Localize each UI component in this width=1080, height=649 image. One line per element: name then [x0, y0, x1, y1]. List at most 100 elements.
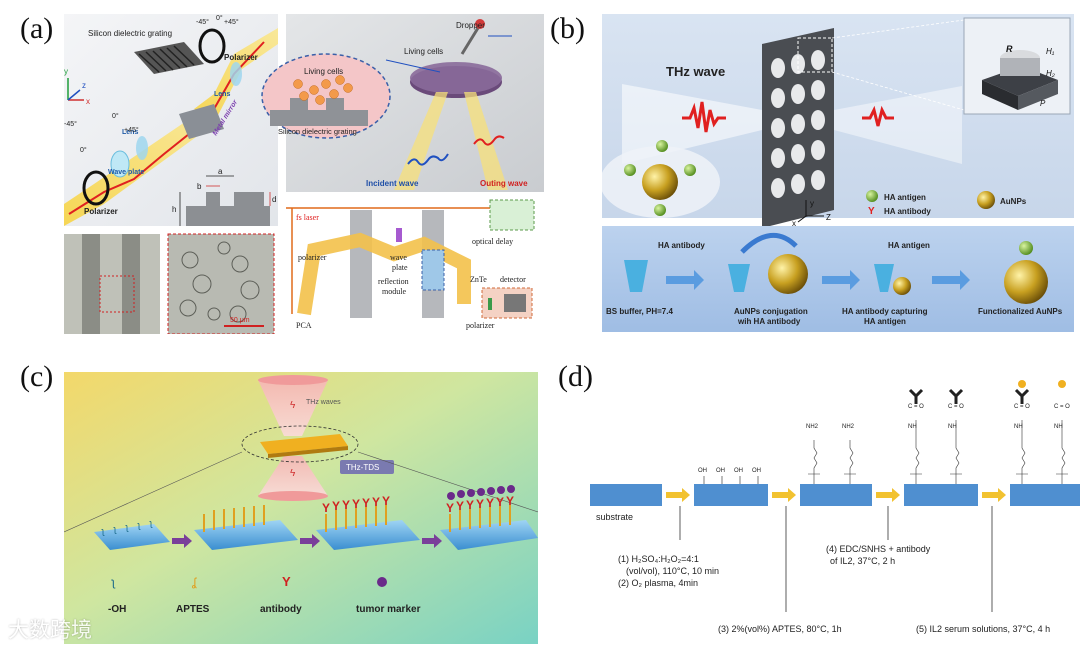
micrograph-stripe	[122, 234, 140, 334]
step2-label-1: AuNPs conjugation	[734, 307, 808, 316]
svg-text:Y: Y	[486, 496, 494, 510]
svg-text:Y: Y	[506, 494, 514, 508]
svg-text:ʅ: ʅ	[137, 520, 141, 530]
ha-antigen-label-top: HA antigen	[888, 241, 930, 250]
watermark: 大数跨境	[8, 618, 92, 642]
incident-wave-label: Incident wave	[366, 179, 419, 188]
thz-pulse-icon: ϟ	[290, 468, 296, 479]
legend-antigen-icon	[866, 190, 878, 202]
angle-label: 0°	[216, 14, 223, 22]
thz-output-cone	[834, 86, 962, 164]
outing-beam-cone	[464, 92, 508, 190]
znte-label: ZnTe	[470, 275, 487, 284]
thz-bottom-cone	[258, 456, 328, 496]
co-label: C = O	[1014, 404, 1030, 410]
bottom-polarizer-label: Polarizer	[84, 207, 118, 216]
svg-text:Y: Y	[322, 501, 330, 515]
thz-cone-rim	[258, 375, 328, 385]
thz-output-pulse	[862, 105, 894, 127]
living-cells-label: Living cells	[404, 47, 443, 56]
il2-antigen	[1058, 380, 1066, 388]
axis-x-label: x	[792, 219, 796, 228]
callout-grating	[270, 75, 368, 126]
legend-aunps-icon	[977, 191, 995, 209]
step4-label-1: (4) EDC/SNHS + antibody	[826, 544, 931, 554]
antibody-icons	[908, 388, 1030, 404]
axis-triad	[67, 78, 84, 101]
grating-label: Silicon dielectric grating	[88, 29, 172, 38]
step4-label: Functionalized AuNPs	[978, 307, 1063, 316]
antigen	[684, 164, 696, 176]
outing-wave-curve	[473, 135, 505, 146]
axis-z-label: z	[82, 81, 86, 90]
H1-label: H₁	[1046, 47, 1055, 56]
micrograph-cells	[179, 241, 260, 323]
svg-text:ʅ: ʅ	[149, 518, 153, 528]
substrate-label: substrate	[596, 512, 633, 522]
antigen	[624, 164, 636, 176]
panel-a-figure: Silicon dielectric grating Polarizer -45…	[64, 14, 544, 334]
angle-label: +45°	[224, 18, 239, 26]
step3-label: (3) 2%(vol%) APTES, 80°C, 1h	[718, 624, 842, 634]
nh2-label: NH2	[806, 424, 819, 430]
incident-wave-curve	[407, 153, 449, 166]
thz-cone-rim	[258, 491, 328, 501]
svg-text:Y: Y	[382, 494, 390, 508]
nh-label: NH	[908, 424, 917, 430]
substrate-block	[590, 484, 662, 506]
panel-label-a: (a)	[20, 12, 54, 45]
ha-antibody-label-top: HA antibody	[658, 241, 705, 250]
angle-label: -45°	[64, 120, 77, 128]
panel-label-d: (d)	[558, 360, 593, 393]
incident-beam	[64, 109, 214, 226]
nh-label: NH	[948, 424, 957, 430]
tube-2	[728, 264, 750, 292]
dim-h-label: h	[172, 205, 176, 214]
micrograph-stripe	[82, 234, 100, 334]
svg-text:ʅ: ʅ	[101, 526, 105, 536]
zoom-line	[831, 19, 965, 39]
thz-waves-label: THz waves	[306, 399, 341, 406]
angle-label: 0°	[80, 146, 87, 154]
unit-cell-cylinder	[1000, 58, 1040, 76]
unit-cell-block-side	[982, 80, 1018, 110]
pca-label: PCA	[296, 321, 312, 330]
detector-label: detector	[500, 275, 526, 284]
top-lens-label: Lens	[214, 91, 230, 98]
legend-antibody-icon: Y	[868, 206, 875, 217]
scalebar-label: 50 μm	[230, 317, 250, 324]
step3-label-1: HA antibody capturing	[842, 307, 928, 316]
oh-label: OH	[734, 468, 743, 474]
co-label: C = O	[1054, 404, 1070, 410]
axis-x-label: x	[86, 97, 90, 106]
aunp-particle	[642, 164, 678, 200]
substrate-block	[800, 484, 872, 506]
functionalized-aunp	[1004, 260, 1048, 304]
panel-d-figure: substrate OH OH OH OH NH2 NH2 NH NH NH N…	[590, 380, 1080, 634]
grating-dimension-inset	[179, 175, 271, 226]
callout-grating-label: Silicon dielectric grating	[278, 127, 357, 136]
reflection-module-label-1: reflection	[378, 277, 409, 286]
legend-antibody-label: HA antibody	[884, 207, 931, 216]
angle-label: -45°	[196, 18, 209, 26]
svg-text:Y: Y	[372, 495, 380, 509]
oh-label: OH	[752, 468, 761, 474]
dim-d-label: d	[272, 195, 276, 204]
R-label: R	[1006, 44, 1013, 54]
wave-plate	[110, 150, 130, 178]
tube-3	[874, 264, 894, 292]
top-polarizer-ring	[198, 28, 226, 64]
bottom-polarizer-ring	[82, 170, 110, 206]
reflection-module-label-2: module	[382, 287, 406, 296]
svg-text:Y: Y	[342, 498, 350, 512]
thz-wave-label: THz wave	[666, 64, 725, 79]
thz-input-pulse	[682, 101, 726, 133]
top-lens	[230, 62, 242, 86]
micrograph-left	[64, 234, 160, 334]
flow-arrow	[932, 270, 970, 290]
metasurface-unit-cells	[771, 50, 825, 198]
outing-wave-label: Outing wave	[480, 179, 528, 188]
svg-text:Y: Y	[476, 497, 484, 511]
step1-label: BS buffer, PH=7.4	[606, 307, 673, 316]
